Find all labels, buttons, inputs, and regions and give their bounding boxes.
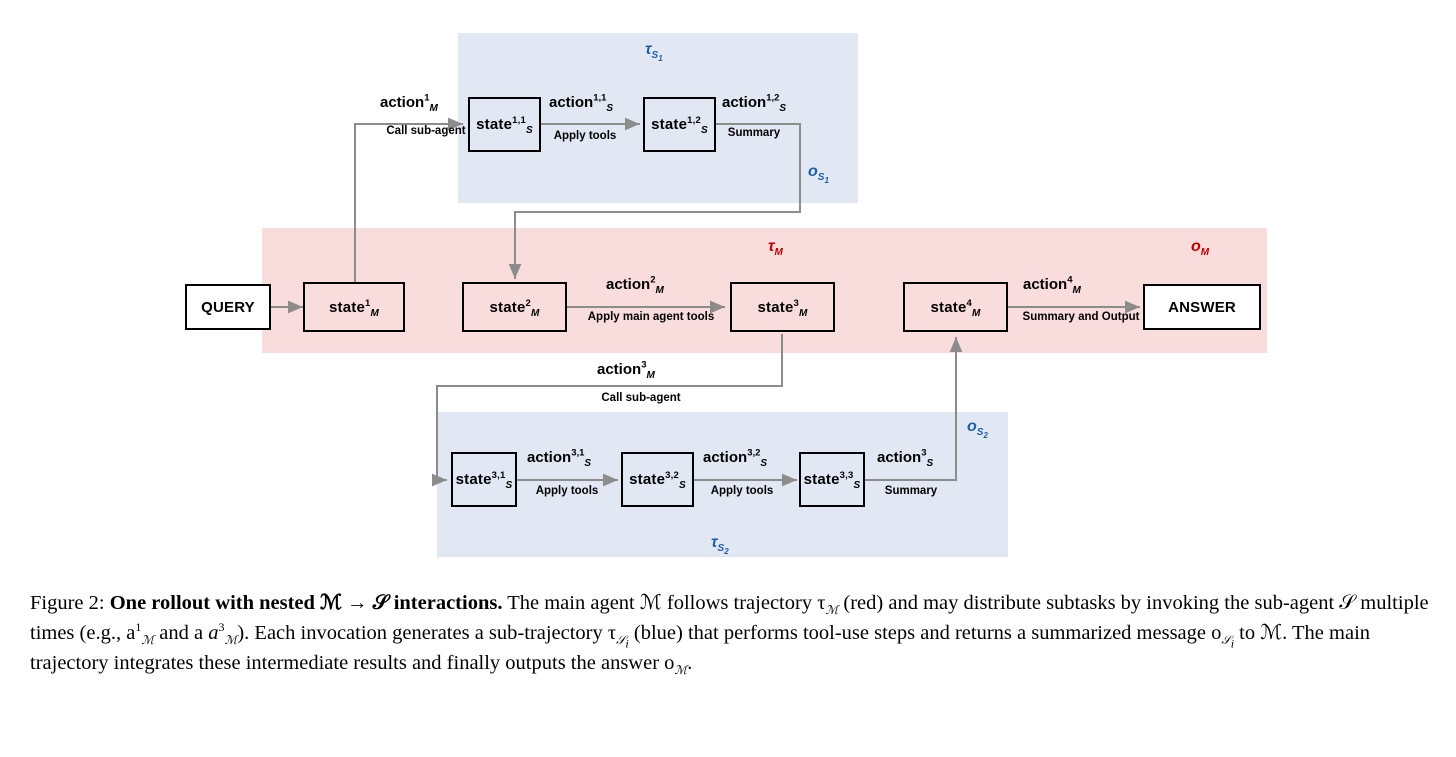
state-m3-label: state3M — [757, 297, 808, 319]
state-s33-box: state3,3S — [799, 452, 865, 507]
o-s2-label: oS2 — [967, 418, 988, 441]
action-s32-desc: Apply tools — [710, 485, 774, 497]
o-s1-label: oS1 — [808, 163, 829, 186]
action-s32-label: action3,2S — [703, 447, 768, 470]
action-m4-desc: Summary and Output — [1022, 311, 1140, 323]
state-s11-box: state1,1S — [468, 97, 541, 152]
state-m1-label: state1M — [328, 297, 380, 319]
answer-box: ANSWER — [1143, 284, 1261, 330]
state-s32-box: state3,2S — [621, 452, 694, 507]
figure-caption: Figure 2: One rollout with nested ℳ → 𝒮 … — [30, 592, 1429, 678]
action-s3-label: action3S — [877, 447, 934, 470]
action-s11-desc: Apply tools — [553, 130, 617, 142]
action-s3-desc: Summary — [884, 485, 938, 497]
action-s31-desc: Apply tools — [535, 485, 599, 497]
state-s32-label: state3,2S — [629, 470, 686, 491]
tau-s2-label: τS2 — [711, 534, 729, 557]
action-s12-desc: Summary — [727, 127, 781, 139]
caption-body-1d: ). Each invocation generates a sub-traje… — [237, 622, 617, 644]
action-m2-desc: Apply main agent tools — [587, 311, 715, 323]
query-label: QUERY — [201, 298, 255, 316]
action-m4-label: action4M — [1023, 274, 1081, 297]
answer-label: ANSWER — [1168, 298, 1236, 316]
state-m2-box: state2M — [462, 282, 567, 332]
tau-m-label: τM — [768, 238, 783, 259]
caption-title: One rollout with nested ℳ → 𝒮 interactio… — [109, 592, 503, 614]
state-m3-box: state3M — [730, 282, 835, 332]
state-m2-label: state2M — [489, 297, 540, 319]
caption-body-1f: to ℳ. The main trajectory integrates the… — [30, 622, 1371, 674]
action-m3-desc: Call sub-agent — [601, 392, 681, 404]
state-s33-label: state3,3S — [803, 470, 861, 491]
caption-body-1g: . — [687, 652, 693, 674]
action-s12-label: action1,2S — [722, 92, 787, 115]
caption-figure-number: Figure 2: — [30, 592, 105, 614]
caption-body-1c: and a — [159, 622, 204, 644]
state-m4-label: state4M — [930, 297, 981, 319]
state-s11-label: state1,1S — [476, 115, 533, 136]
state-s12-label: state1,2S — [651, 115, 708, 136]
action-s11-label: action1,1S — [549, 92, 614, 115]
caption-body-1b: (red) and may distribute subtasks by inv… — [30, 592, 1429, 644]
state-s31-box: state3,1S — [451, 452, 517, 507]
action-m2-label: action2M — [606, 274, 664, 297]
tau-s1-label: τS1 — [645, 41, 663, 64]
o-m-label: oM — [1191, 238, 1210, 259]
state-s31-label: state3,1S — [455, 470, 513, 491]
state-s12-box: state1,2S — [643, 97, 716, 152]
state-m1-box: state1M — [303, 282, 405, 332]
action-m1-label: action1M — [380, 92, 438, 115]
caption-body-1: The main agent ℳ follows trajectory τ — [507, 592, 826, 614]
query-box: QUERY — [185, 284, 271, 330]
action-s31-label: action3,1S — [527, 447, 592, 470]
action-m3-label: action3M — [597, 359, 655, 382]
caption-body-1e: (blue) that performs tool-use steps and … — [633, 622, 1222, 644]
state-m4-box: state4M — [903, 282, 1008, 332]
action-m1-desc: Call sub-agent — [386, 125, 466, 137]
